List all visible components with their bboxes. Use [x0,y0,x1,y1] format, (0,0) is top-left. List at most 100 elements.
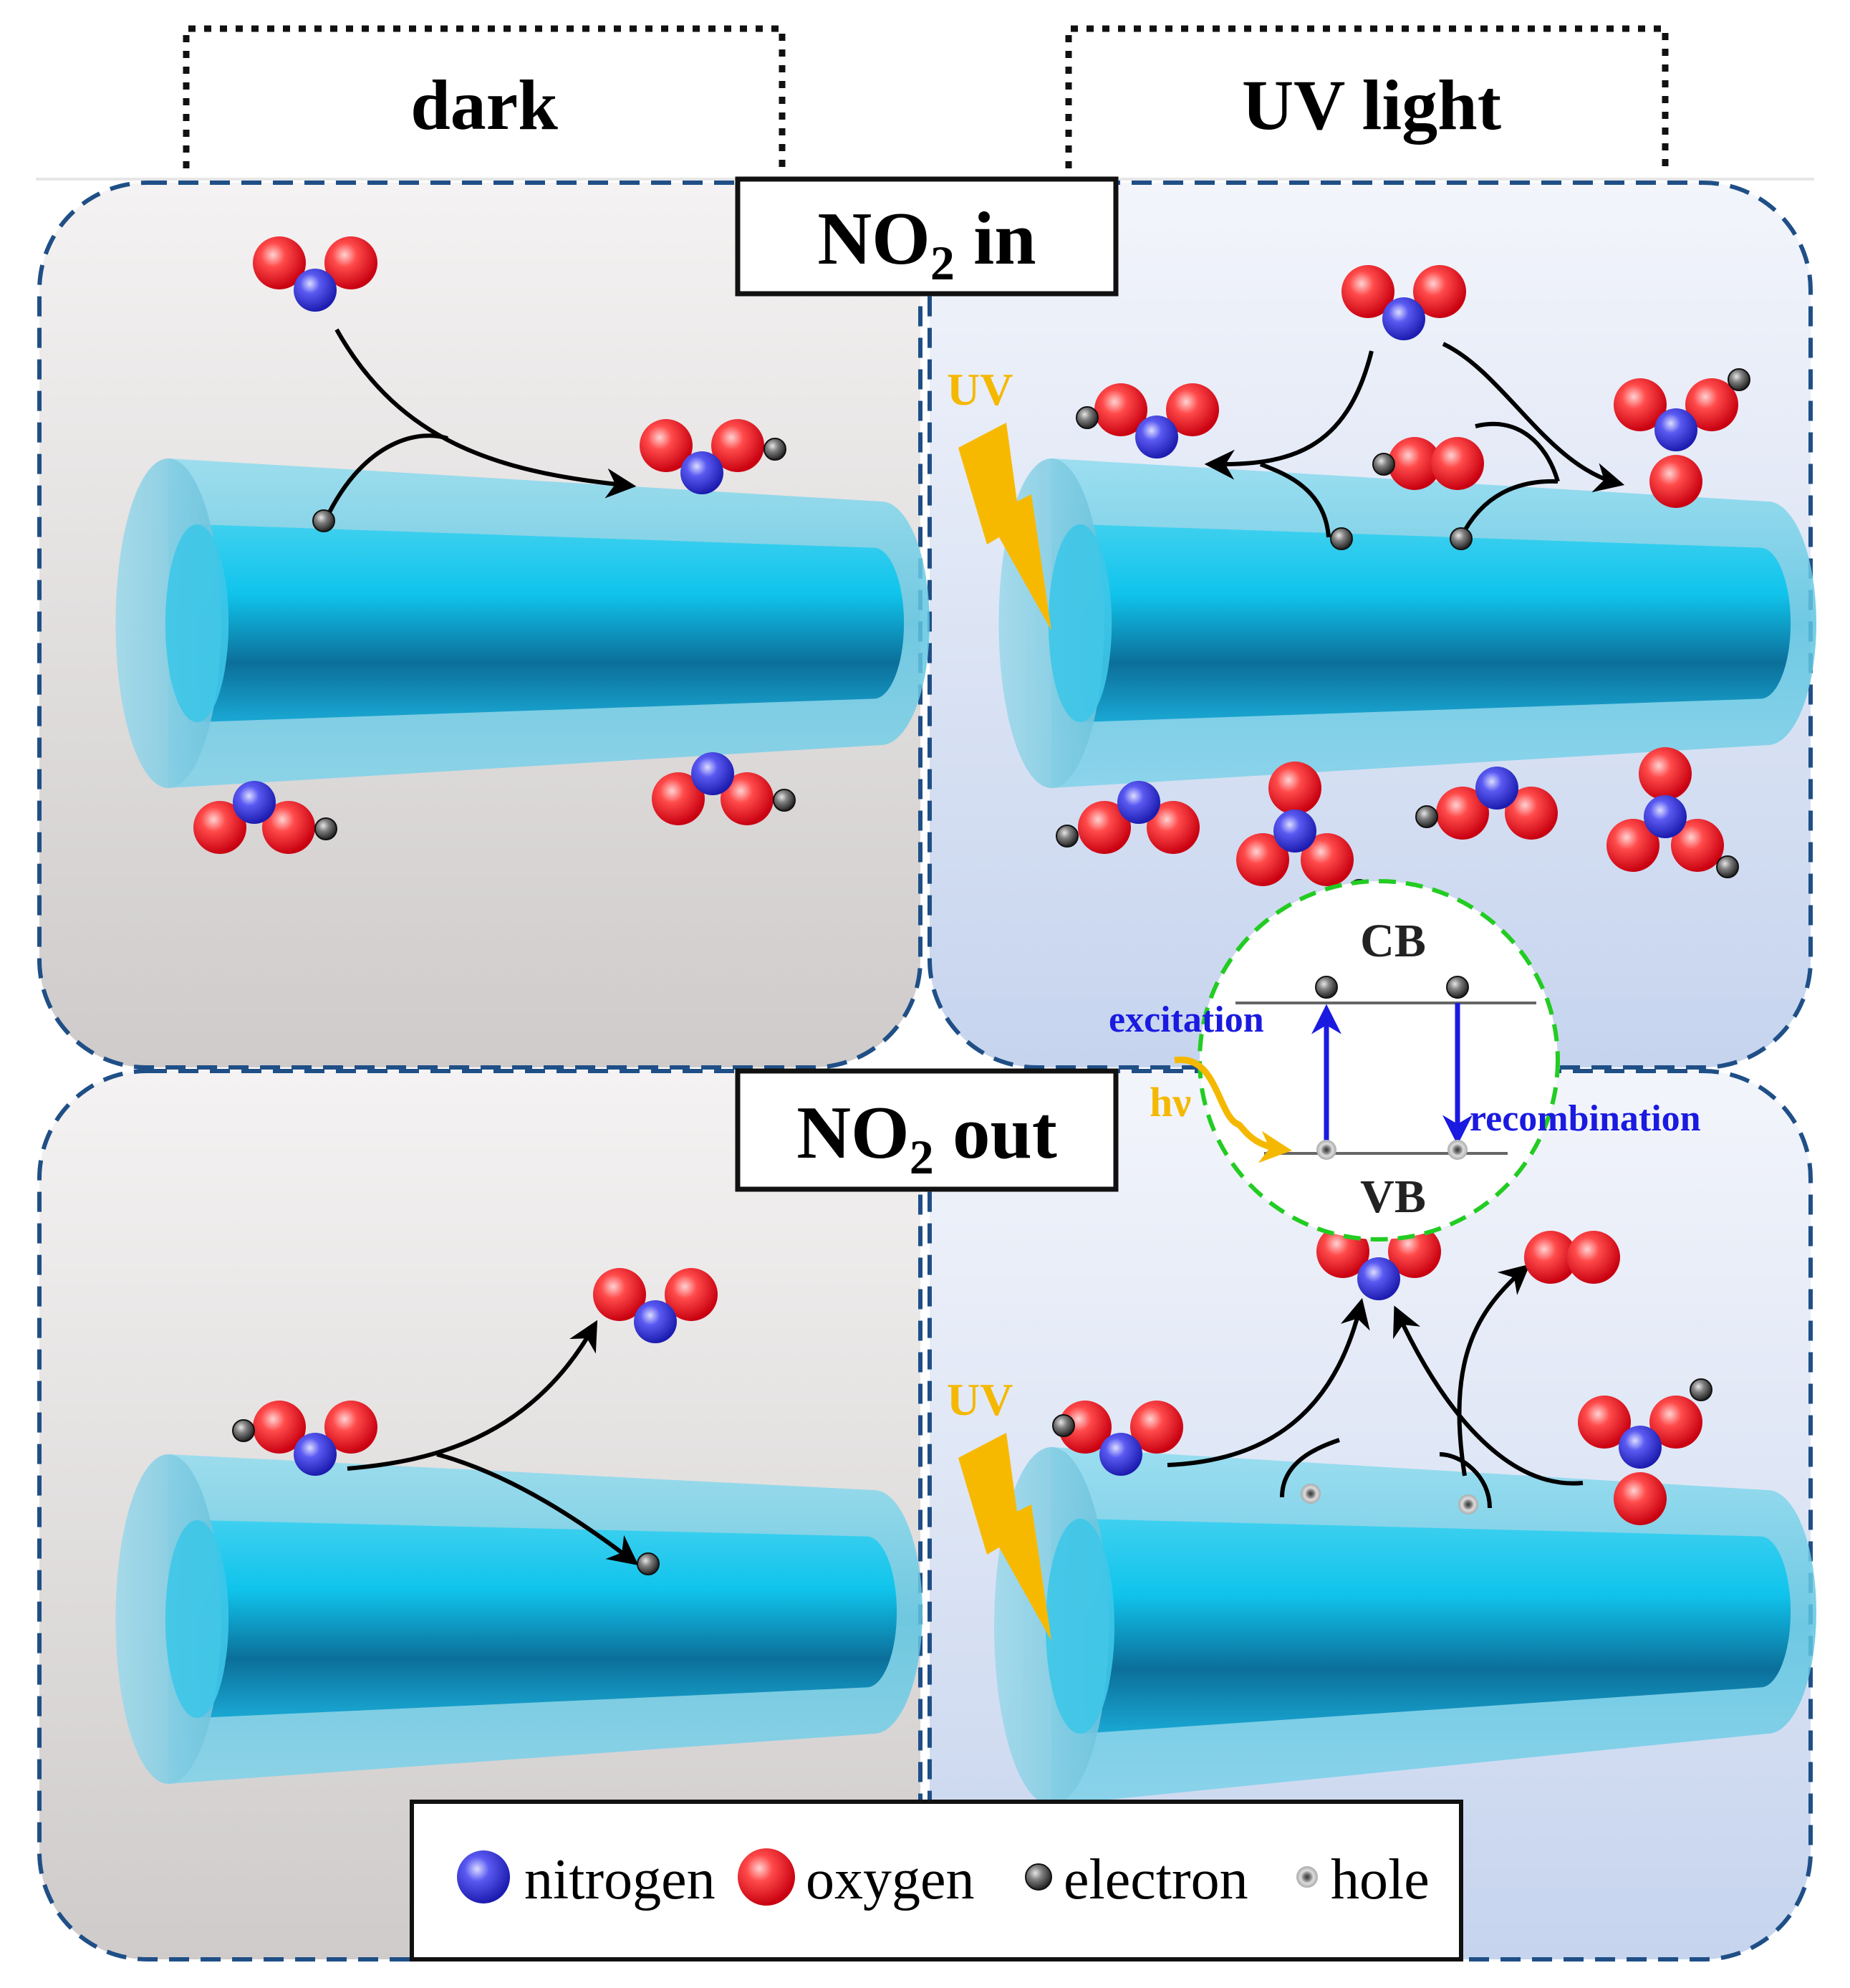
oxygen-atom [1505,787,1558,840]
nitrogen-atom [1135,416,1178,458]
arrow [1280,1438,1340,1498]
oxygen-atom [1147,801,1200,854]
nitrogen-atom [294,269,337,312]
no2-molecule [1341,265,1466,340]
arrow [1204,350,1374,480]
tube-core [197,524,905,722]
nanotube [998,458,1816,788]
tube-core-cap [165,524,229,722]
oxygen-atom [253,1401,306,1454]
oxygen-atom [1639,747,1692,800]
arrow [347,1320,598,1471]
electron [1052,1414,1075,1437]
tube-core-cap [1046,1519,1114,1734]
arrow [1167,1297,1370,1467]
legend-hole-mark [1296,1866,1318,1888]
electron [314,817,337,840]
band-diagram: CB VB excitation recombination hν [1109,879,1701,1242]
no3-molecule [1614,368,1750,508]
tube-core-cap [165,1520,229,1718]
oxygen-atom [665,1268,718,1321]
oxygen-atom [1649,1396,1702,1449]
nitrogen-atom [233,781,276,824]
stage-label-in: NO2 in [735,176,1119,297]
oxygen-atom [1236,833,1289,886]
arrow [1442,342,1625,493]
no2-molecule [640,419,786,494]
nitrogen-atom [1357,1257,1400,1300]
oxygen-atom [324,236,377,289]
oxygen-atom [1671,819,1724,872]
oxygen-atom [1567,1231,1620,1284]
uv-lightning-top: UV [947,364,1051,630]
no2-molecule [1415,767,1558,840]
nitrogen-atom [1644,795,1687,838]
nitrogen-atom [691,752,734,795]
excitation-label: excitation [1109,999,1264,1040]
oxygen-atom [1436,787,1489,840]
nitrogen-atom [1475,767,1518,810]
nitrogen-atom [1117,781,1160,824]
nanotube [115,458,930,788]
oxygen-atom [1578,1396,1631,1449]
no2-molecule [1052,1401,1183,1476]
legend-nitrogen: nitrogen [524,1848,716,1911]
oxygen-atom [721,772,774,825]
no2-molecule [253,236,377,312]
electron [637,1552,660,1575]
legend-nitrogen-mark [457,1850,510,1903]
arrow [1439,1452,1492,1509]
oxygen-atom [262,801,315,854]
electron [1372,453,1395,476]
oxygen-atom [1524,1231,1577,1284]
arrow [334,328,637,499]
hv-wave [1174,1056,1292,1163]
no2-molecule [593,1268,718,1343]
nitrogen-atom [1654,408,1697,451]
electron [1446,976,1469,999]
nitrogen-atom [1099,1433,1142,1476]
tube-core [1080,524,1791,722]
arrow [1393,1305,1584,1486]
hole [1301,1484,1321,1504]
arrow [1457,1264,1531,1476]
svg-text:UV: UV [947,1374,1013,1425]
o2-molecule [1372,437,1484,490]
oxygen-atom [711,419,764,472]
electron [1330,527,1353,550]
svg-text:UV: UV [947,364,1013,415]
arrow [436,1452,639,1566]
legend: nitrogen oxygen electron hole [410,1800,1463,1961]
arrow [1259,462,1331,538]
nanotube [115,1454,922,1784]
oxygen-atom [652,772,705,825]
oxygen-atom [1301,833,1354,886]
svg-text:NO2 in: NO2 in [817,196,1036,290]
tube-core-cap [1048,524,1112,722]
tube-core [197,1520,897,1718]
electron [1690,1378,1712,1401]
oxygen-atom [593,1268,646,1321]
no2-molecule [1076,383,1219,458]
arrow [324,433,448,521]
o2-molecule [1524,1231,1620,1284]
no2-molecule [232,1401,377,1476]
electron [773,789,796,812]
nitrogen-atom [680,451,723,494]
electron [232,1419,255,1442]
electron [1056,825,1079,847]
nanotubes [115,458,1816,1805]
legend-electron: electron [1064,1848,1248,1911]
electron [1450,527,1473,550]
legend-oxygen: oxygen [806,1848,975,1911]
vb-label: VB [1360,1171,1426,1223]
nitrogen-atom [1382,297,1425,340]
oxygen-atom [1130,1401,1183,1454]
oxygen-atom [1649,455,1702,508]
cb-label: CB [1360,915,1426,967]
hv-label: hν [1150,1079,1191,1125]
nitrogen-atom [294,1433,337,1476]
oxygen-atom [1059,1401,1112,1454]
electron [312,509,335,532]
